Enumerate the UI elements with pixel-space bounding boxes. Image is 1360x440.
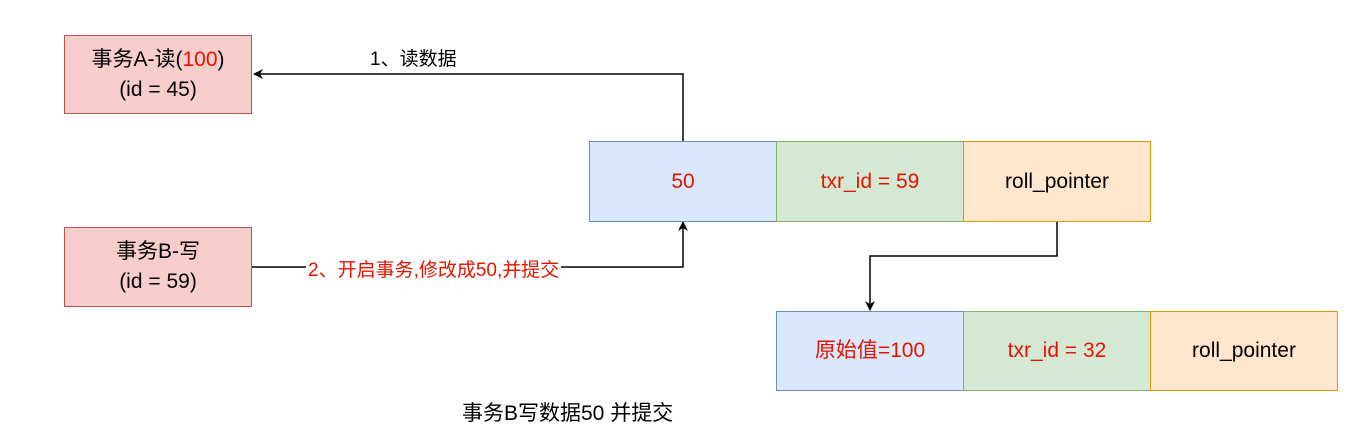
transaction-b-title: 事务B-写 — [116, 240, 200, 263]
undo-record-txr-id: txr_id = 32 — [963, 311, 1151, 391]
transaction-a-title: 事务A-读(100) — [91, 47, 225, 71]
current-record-roll-pointer: roll_pointer — [963, 141, 1151, 222]
transaction-a-box: 事务A-读(100) (id = 45) — [64, 35, 252, 114]
undo-record-roll-pointer: roll_pointer — [1150, 311, 1338, 391]
read-arrow — [253, 69, 684, 141]
current-record-txr-id: txr_id = 59 — [776, 141, 964, 222]
current-record-value: 50 — [589, 141, 777, 222]
roll-pointer-arrow — [865, 222, 1058, 311]
write-edge-label: 2、开启事务,修改成50,并提交 — [306, 255, 562, 282]
transaction-b-box: 事务B-写 (id = 59) — [64, 227, 252, 307]
read-edge-label: 1、读数据 — [370, 49, 457, 70]
transaction-a-id: (id = 45) — [119, 77, 197, 101]
diagram-caption: 事务B写数据50 并提交 — [462, 402, 674, 425]
undo-record-value: 原始值=100 — [776, 311, 964, 391]
transaction-a-value: 100 — [182, 47, 218, 71]
transaction-b-id: (id = 59) — [119, 270, 197, 293]
